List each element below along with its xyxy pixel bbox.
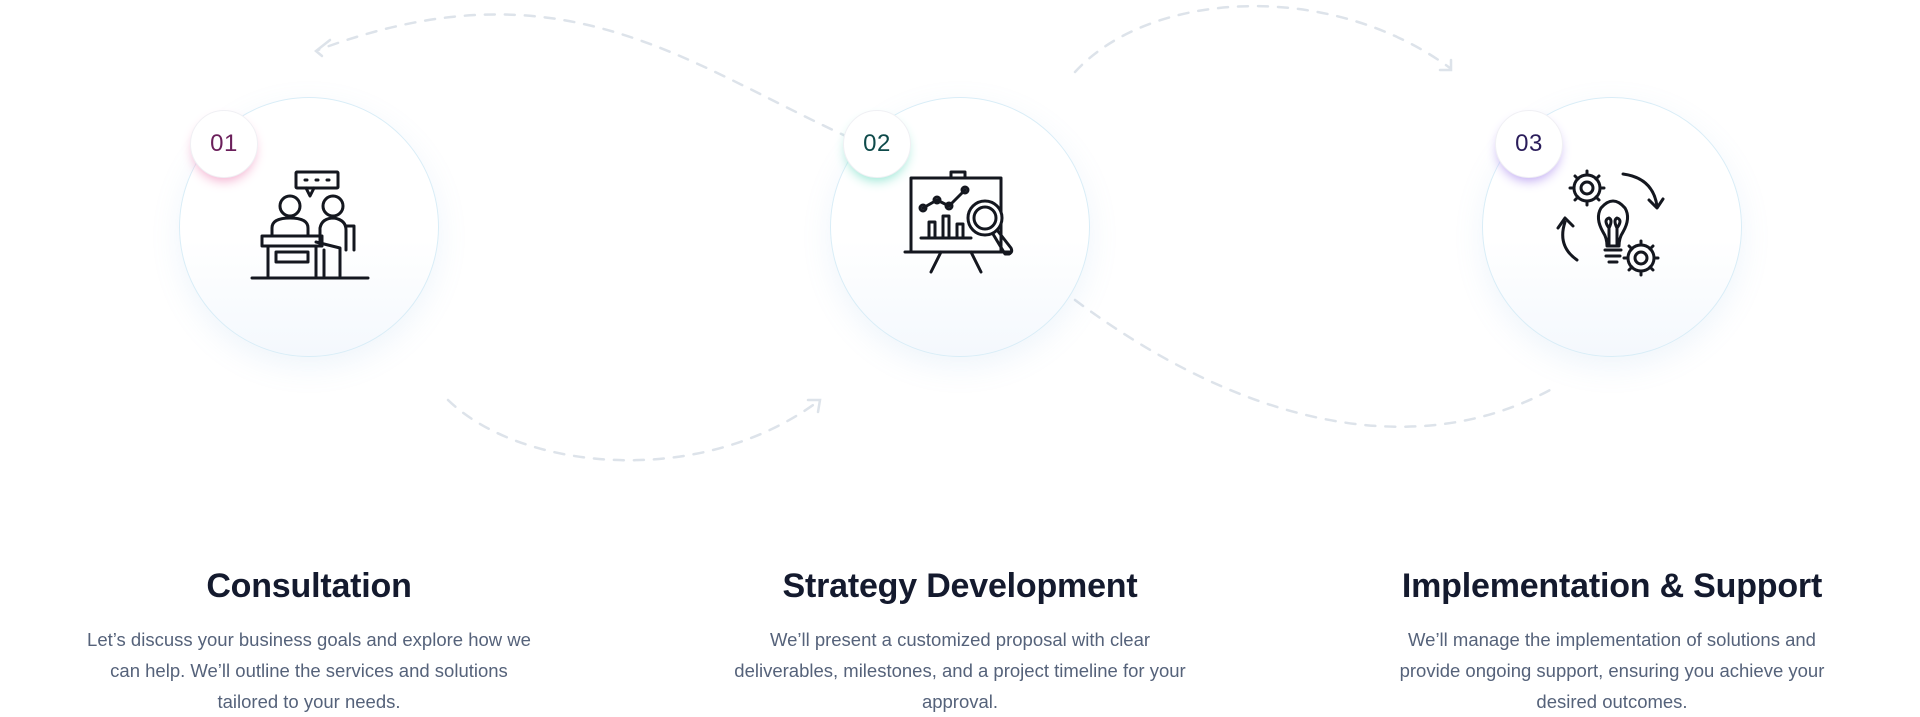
step-1-number: 01: [210, 130, 238, 157]
arrowhead-top-left: [314, 38, 332, 58]
arrowhead-bottom-left: [806, 398, 822, 414]
step-3-number: 03: [1515, 130, 1543, 157]
step-3-title: Implementation & Support: [1401, 567, 1823, 605]
step-2-title: Strategy Development: [782, 567, 1138, 605]
step-1-description: Let’s discuss your business goals and ex…: [87, 629, 531, 712]
arrowhead-top-right: [1438, 58, 1453, 72]
step-2-description: We’ll present a customized proposal with…: [734, 629, 1186, 712]
consultation-meeting-icon: [250, 170, 370, 280]
presentation-analytics-icon: [903, 170, 1014, 274]
connector-top-left: [316, 13, 852, 140]
connector-bottom-left: [446, 398, 822, 462]
step-3-description: We’ll manage the implementation of solut…: [1399, 629, 1825, 712]
connector-bottom-right: [1073, 298, 1552, 428]
step-1-number-badge: 01: [190, 110, 258, 178]
step-2-number-badge: 02: [843, 110, 911, 178]
idea-gears-cycle-icon: [1556, 169, 1665, 277]
step-1-title: Consultation: [206, 567, 412, 605]
step-3-number-badge: 03: [1495, 110, 1563, 178]
connector-top-right: [1073, 4, 1452, 74]
step-2-number: 02: [863, 130, 891, 157]
